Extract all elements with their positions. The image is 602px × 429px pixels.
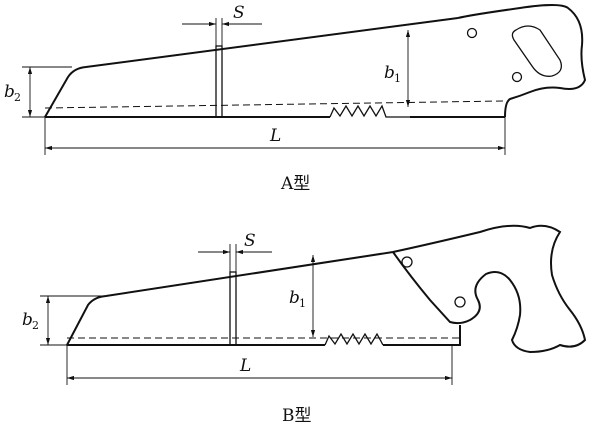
saw-b-b2-sub: 2	[32, 319, 39, 332]
saw-a-thickness-label: S	[233, 3, 245, 23]
saw-b-handle	[392, 224, 587, 354]
saw-a-teeth	[329, 104, 410, 118]
saw-b-blade-outline	[66, 251, 461, 346]
saw-a-rivet-2	[511, 71, 523, 83]
saw-a: S b 1 b 2 L A型	[4, 3, 587, 194]
saw-b-caption: B型	[282, 406, 312, 426]
saw-b-rivet-2	[454, 296, 466, 308]
saw-a-rivet-1	[466, 27, 478, 39]
saw-a-b2-sub: 2	[14, 91, 21, 104]
saw-b-b1-label: b	[289, 288, 300, 308]
saw-a-b2-label: b	[4, 82, 15, 102]
saw-b-b1-sub: 1	[299, 297, 306, 310]
saw-a-handle-grip	[511, 25, 563, 77]
saw-b-section	[229, 271, 237, 346]
saw-b-rivet-1	[401, 256, 413, 268]
saw-b-thickness-label: S	[244, 231, 256, 251]
saw-a-L-label: L	[269, 126, 281, 146]
saw-a-b1-label: b	[384, 63, 395, 83]
saw-a-caption: A型	[280, 174, 310, 194]
saw-a-blade-outline	[44, 17, 505, 118]
saw-a-tooth-line	[44, 100, 505, 109]
saw-a-section	[215, 45, 223, 118]
saw-b-L-label: L	[239, 356, 251, 376]
saw-a-b1-sub: 1	[394, 72, 401, 85]
saw-b-teeth	[324, 332, 384, 346]
saw-a-handle	[457, 4, 587, 118]
saw-b: S b 1 b 2 L B型	[22, 224, 587, 426]
saw-b-b2-label: b	[22, 310, 33, 330]
